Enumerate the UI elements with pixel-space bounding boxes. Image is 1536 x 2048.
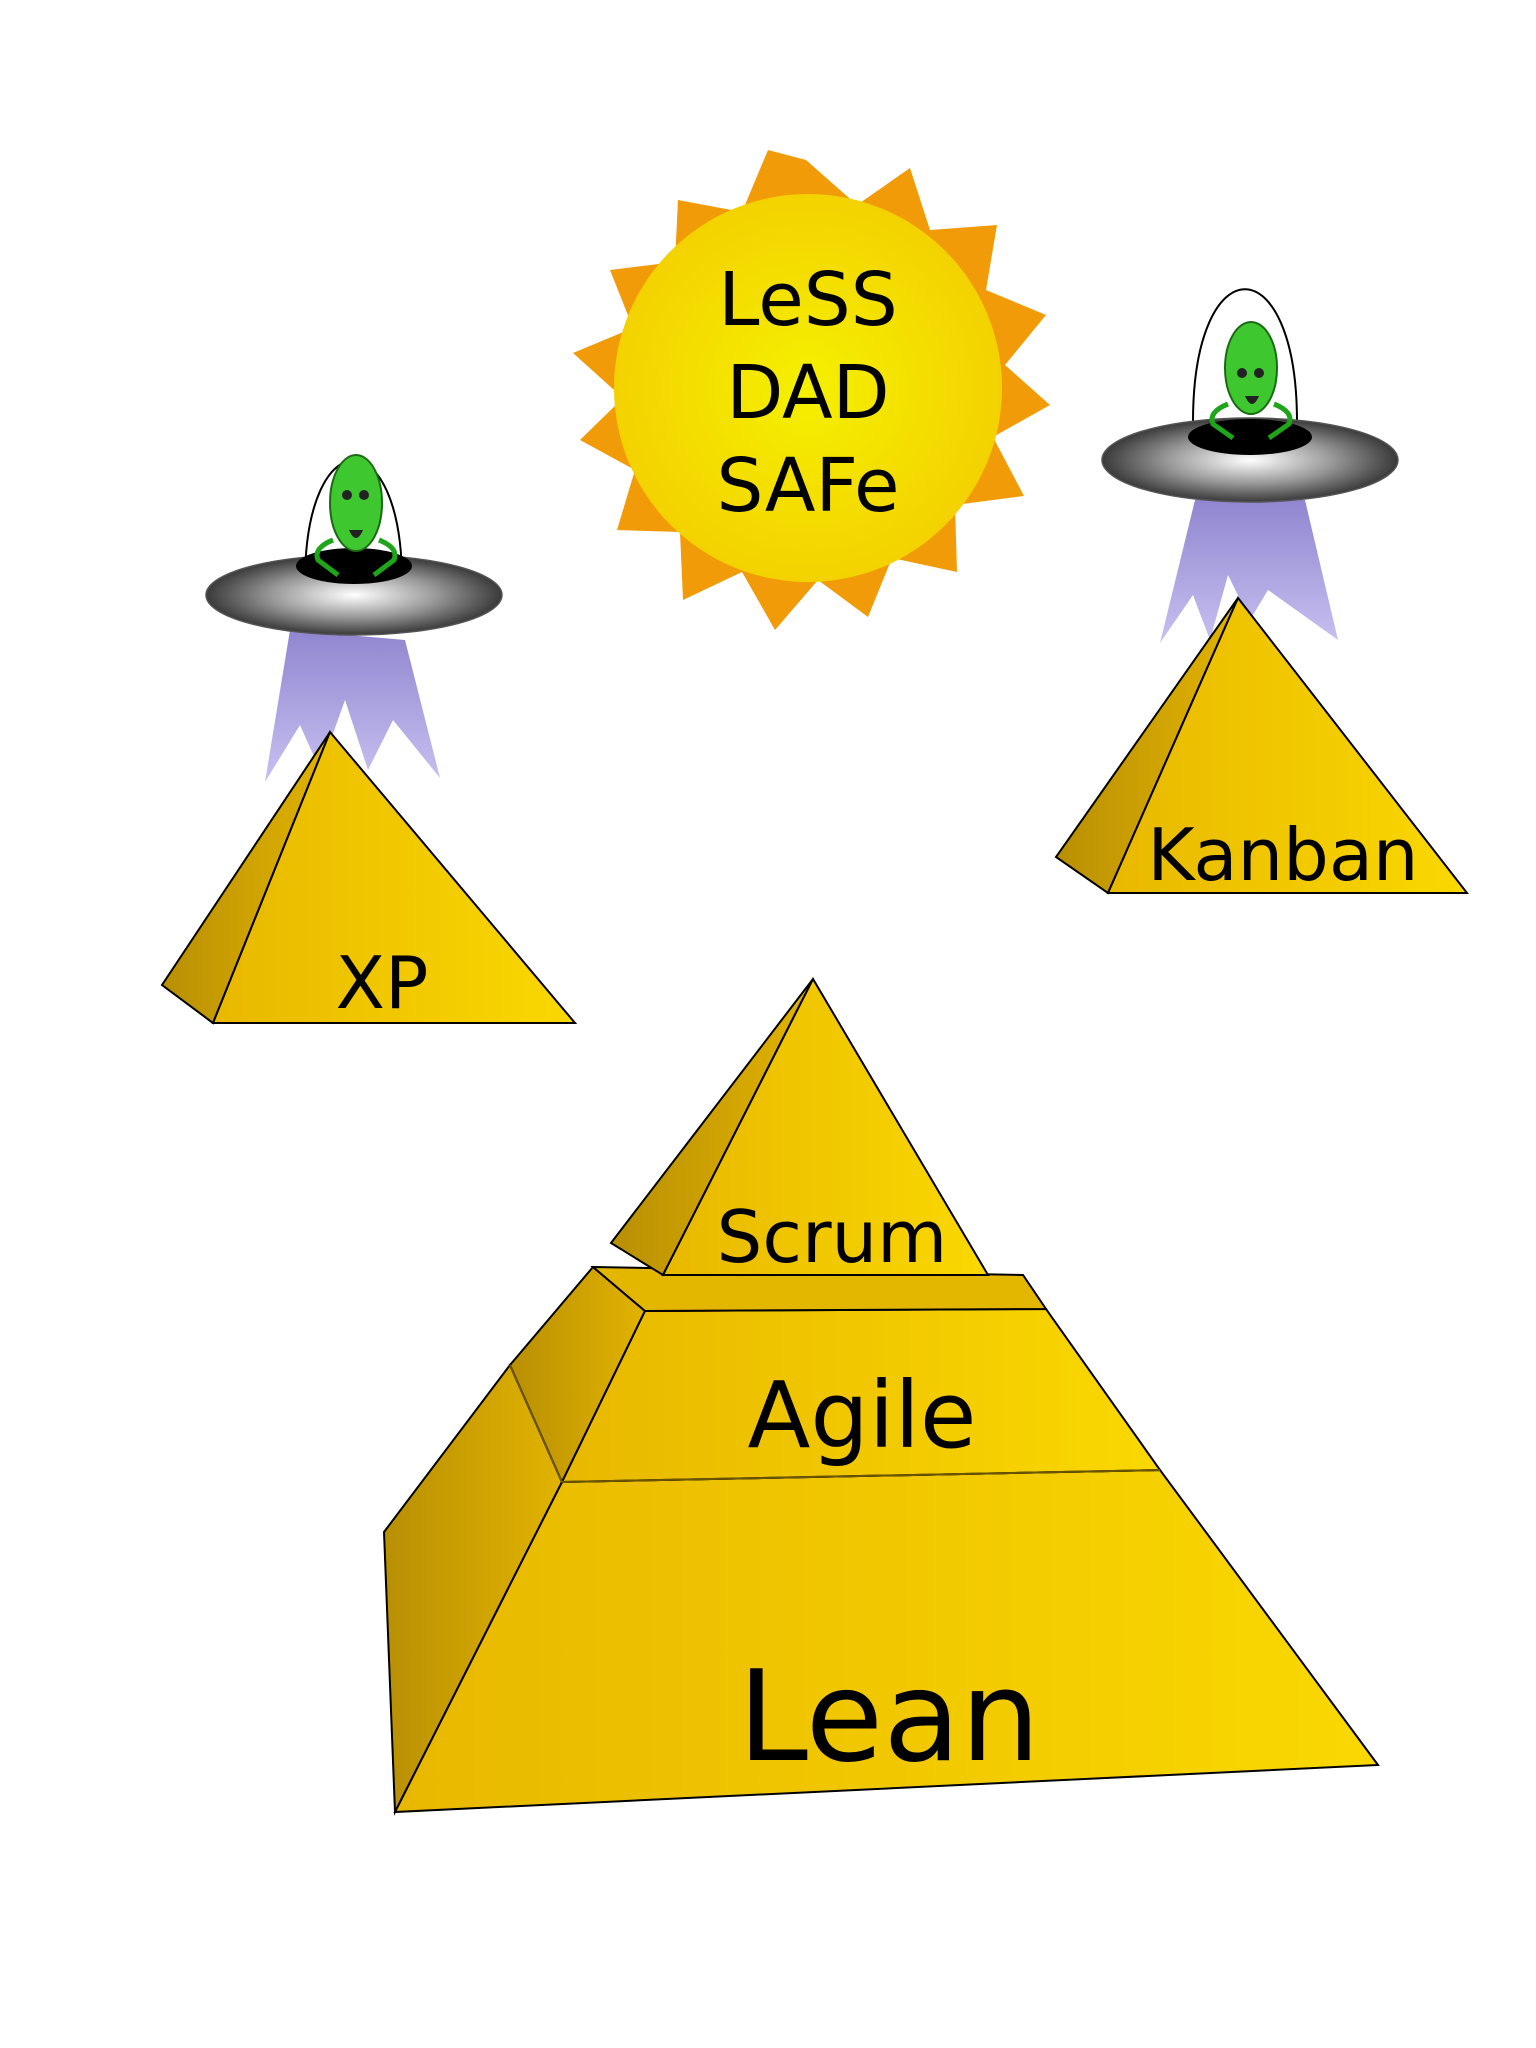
- kanban-alien-arm-left: [1209, 401, 1235, 441]
- kanban-alien: [1209, 321, 1293, 441]
- kanban-alien-arm-right: [1267, 401, 1293, 441]
- xp-alien: [314, 454, 398, 577]
- agile-side-divider: [509, 1364, 563, 1483]
- kanban-ufo-hatch: [1188, 419, 1312, 455]
- sun-label-less: LeSS: [718, 257, 897, 343]
- sun-core: [614, 194, 1002, 582]
- agile-label: Agile: [747, 1362, 976, 1469]
- xp-group: XP: [160, 454, 578, 1025]
- sun-label-safe: SAFe: [716, 443, 899, 529]
- kanban-group: Kanban: [1054, 288, 1470, 897]
- agile-lean-divider: [561, 1469, 1161, 1483]
- xp-alien-eye-right: [359, 490, 369, 500]
- kanban-alien-smile: [1245, 396, 1259, 404]
- kanban-alien-eye-right: [1254, 368, 1264, 378]
- scrum-label: Scrum: [717, 1195, 948, 1279]
- xp-alien-arm-left: [314, 537, 340, 577]
- kanban-pyramid-face: [1106, 596, 1470, 894]
- sun-label-dad: DAD: [726, 350, 889, 436]
- xp-alien-body: [329, 454, 383, 552]
- kanban-alien-body: [1224, 321, 1278, 415]
- xp-alien-smile: [349, 530, 363, 538]
- kanban-ufo-saucer: [1101, 417, 1399, 503]
- lean-label: Lean: [738, 1643, 1041, 1790]
- xp-label: XP: [336, 941, 429, 1025]
- kanban-tractor-beam: [1160, 500, 1338, 643]
- kanban-alien-eye-left: [1237, 368, 1247, 378]
- xp-pyramid-face: [211, 730, 578, 1024]
- scrum-face: [661, 976, 990, 1276]
- xp-ufo-hatch: [296, 548, 412, 584]
- sun: LeSS DAD SAFe: [573, 150, 1050, 630]
- xp-alien-eye-left: [342, 490, 352, 500]
- kanban-label: Kanban: [1147, 813, 1418, 897]
- xp-tractor-beam: [265, 630, 440, 782]
- main-pyramid: Scrum Agile Lean: [382, 976, 1380, 1816]
- xp-alien-arm-right: [372, 537, 398, 577]
